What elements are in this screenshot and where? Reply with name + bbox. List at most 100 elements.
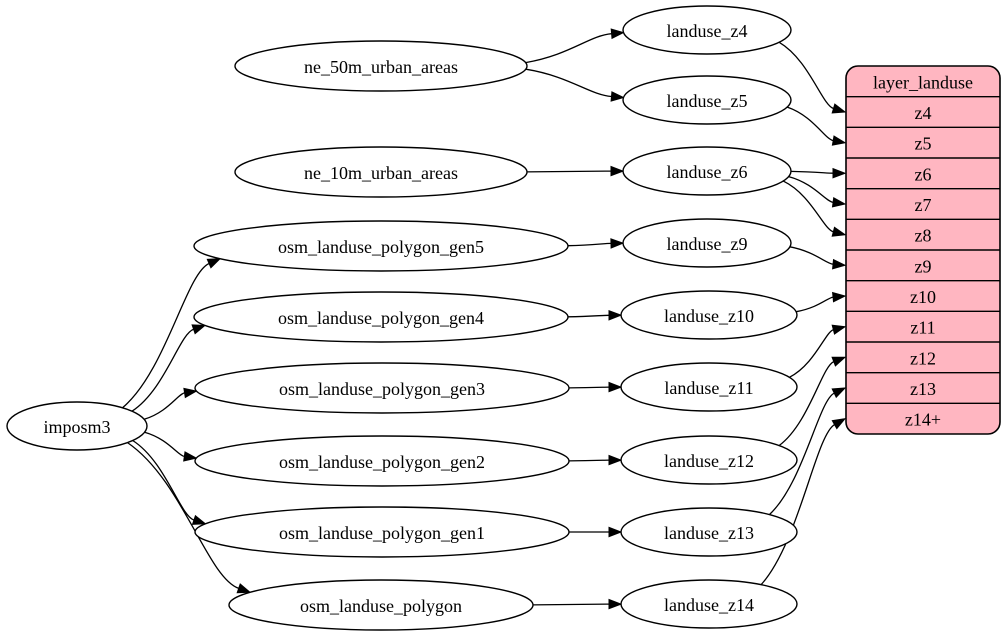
node-ellipse-landuse_z14 xyxy=(620,579,798,629)
node-label-ne_10m_urban_areas: ne_10m_urban_areas xyxy=(304,163,458,183)
node-ellipse-osm_landuse_polygon_gen1 xyxy=(194,506,570,558)
edge-landuse_z4-to-layer_landuse-z4 xyxy=(778,41,834,110)
table-row-label-z12: z12 xyxy=(910,348,936,368)
node-label-osm_landuse_polygon: osm_landuse_polygon xyxy=(300,596,462,616)
node-osm_landuse_polygon_gen5: osm_landuse_polygon_gen5 xyxy=(193,220,569,272)
arrowhead-icon xyxy=(831,418,847,430)
node-ne_50m_urban_areas: ne_50m_urban_areas xyxy=(234,40,528,92)
edge-osm_landuse_polygon_gen5-to-landuse_z9 xyxy=(567,242,612,247)
node-ellipse-landuse_z10 xyxy=(620,290,798,340)
edges-layer xyxy=(122,28,847,610)
arrowhead-icon xyxy=(831,356,847,367)
edge-landuse_z14-to-layer_landuse-z14+ xyxy=(760,424,835,586)
arrowhead-icon xyxy=(831,135,847,146)
node-osm_landuse_polygon: osm_landuse_polygon xyxy=(228,579,534,631)
table-title: layer_landuse xyxy=(873,72,973,92)
node-ellipse-landuse_z9 xyxy=(622,218,792,268)
node-label-imposm3: imposm3 xyxy=(43,417,110,437)
table-row-label-z10: z10 xyxy=(910,287,936,307)
table-row-z8: z8 xyxy=(915,226,932,246)
node-landuse_z10: landuse_z10 xyxy=(620,290,798,340)
node-ellipse-osm_landuse_polygon_gen2 xyxy=(194,435,570,487)
table-row-z7: z7 xyxy=(915,195,932,215)
edge-landuse_z13-to-layer_landuse-z13 xyxy=(768,392,835,516)
arrowhead-icon xyxy=(831,103,847,114)
table-row-label-z6: z6 xyxy=(915,164,932,184)
node-ellipse-ne_50m_urban_areas xyxy=(234,40,528,92)
node-label-landuse_z5: landuse_z5 xyxy=(667,91,748,111)
table-row-label-z14+: z14+ xyxy=(905,410,941,430)
table-row-z9: z9 xyxy=(915,256,932,276)
table-row-z4: z4 xyxy=(915,103,932,123)
arrowhead-icon xyxy=(831,324,847,335)
node-label-osm_landuse_polygon_gen5: osm_landuse_polygon_gen5 xyxy=(278,237,484,257)
edge-imposm3-to-osm_landuse_polygon_gen3 xyxy=(144,392,185,420)
arrowhead-icon xyxy=(831,387,847,399)
node-landuse_z4: landuse_z4 xyxy=(622,5,792,55)
table-row-z6: z6 xyxy=(915,164,932,184)
table-row-z10: z10 xyxy=(910,287,936,307)
edge-landuse_z11-to-layer_landuse-z11 xyxy=(789,329,834,378)
node-landuse_z9: landuse_z9 xyxy=(622,218,792,268)
edge-osm_landuse_polygon-to-landuse_z14 xyxy=(532,603,610,606)
node-landuse_z6: landuse_z6 xyxy=(622,146,792,196)
table-row-label-z7: z7 xyxy=(915,195,932,215)
nodes-layer: imposm3 ne_50m_urban_areas ne_10m_urban_ar… xyxy=(6,5,798,631)
node-ellipse-osm_landuse_polygon_gen3 xyxy=(194,362,570,414)
table-row-z13: z13 xyxy=(910,379,936,399)
node-ellipse-ne_10m_urban_areas xyxy=(234,146,528,198)
node-ellipse-landuse_z6 xyxy=(622,146,792,196)
arrowhead-icon xyxy=(236,583,252,594)
edge-landuse_z6-to-layer_landuse-z7 xyxy=(788,175,834,203)
arrowhead-icon xyxy=(610,91,625,102)
node-ellipse-osm_landuse_polygon_gen4 xyxy=(193,291,569,343)
table-row-label-z5: z5 xyxy=(915,134,932,154)
node-landuse_z13: landuse_z13 xyxy=(620,507,798,557)
node-ellipse-landuse_z13 xyxy=(620,507,798,557)
arrowhead-icon xyxy=(831,226,847,237)
arrowhead-icon xyxy=(832,167,847,179)
node-label-osm_landuse_polygon_gen2: osm_landuse_polygon_gen2 xyxy=(279,452,485,472)
arrowhead-icon xyxy=(206,258,222,269)
edge-landuse_z5-to-layer_landuse-z5 xyxy=(787,106,834,142)
node-label-landuse_z10: landuse_z10 xyxy=(664,306,754,326)
node-label-landuse_z14: landuse_z14 xyxy=(664,595,754,615)
node-ellipse-landuse_z11 xyxy=(620,362,798,412)
edge-osm_landuse_polygon_gen4-to-landuse_z10 xyxy=(567,314,610,318)
arrowhead-icon xyxy=(191,324,207,335)
node-landuse_z5: landuse_z5 xyxy=(622,75,792,125)
table-row-label-z11: z11 xyxy=(910,318,935,338)
node-label-landuse_z11: landuse_z11 xyxy=(664,378,753,398)
node-label-landuse_z4: landuse_z4 xyxy=(667,21,748,41)
table-row-label-z4: z4 xyxy=(915,103,932,123)
arrowhead-icon xyxy=(608,309,623,321)
arrowhead-icon xyxy=(183,451,198,462)
arrowhead-icon xyxy=(608,526,623,538)
arrowhead-icon xyxy=(832,291,847,303)
edge-ne_50m_urban_areas-to-landuse_z4 xyxy=(525,33,612,64)
node-label-landuse_z6: landuse_z6 xyxy=(667,162,748,182)
edge-landuse_z6-to-layer_landuse-z8 xyxy=(783,180,834,233)
edge-imposm3-to-osm_landuse_polygon_gen2 xyxy=(144,431,185,458)
edge-landuse_z6-to-layer_landuse-z6 xyxy=(790,170,834,174)
table-layer_landuse: layer_landuse z4 z5 z6 z7 z8 z9 z10 z11 z12 z13 z14… xyxy=(845,65,1001,435)
node-ellipse-osm_landuse_polygon_gen5 xyxy=(193,220,569,272)
table-row-z14+: z14+ xyxy=(905,410,941,430)
node-ellipse-osm_landuse_polygon xyxy=(228,579,534,631)
node-osm_landuse_polygon_gen1: osm_landuse_polygon_gen1 xyxy=(194,506,570,558)
node-label-landuse_z9: landuse_z9 xyxy=(667,234,748,254)
node-ne_10m_urban_areas: ne_10m_urban_areas xyxy=(234,146,528,198)
node-landuse_z14: landuse_z14 xyxy=(620,579,798,629)
node-label-ne_50m_urban_areas: ne_50m_urban_areas xyxy=(304,57,458,77)
arrowhead-icon xyxy=(610,238,625,249)
edge-imposm3-to-osm_landuse_polygon_gen4 xyxy=(131,328,194,412)
node-ellipse-landuse_z12 xyxy=(620,435,798,485)
arrowhead-icon xyxy=(183,387,198,399)
edge-imposm3-to-osm_landuse_polygon xyxy=(127,442,239,590)
table-row-label-z8: z8 xyxy=(915,226,932,246)
arrowhead-icon xyxy=(610,165,625,177)
node-ellipse-landuse_z4 xyxy=(622,5,792,55)
arrowhead-icon xyxy=(610,28,625,40)
